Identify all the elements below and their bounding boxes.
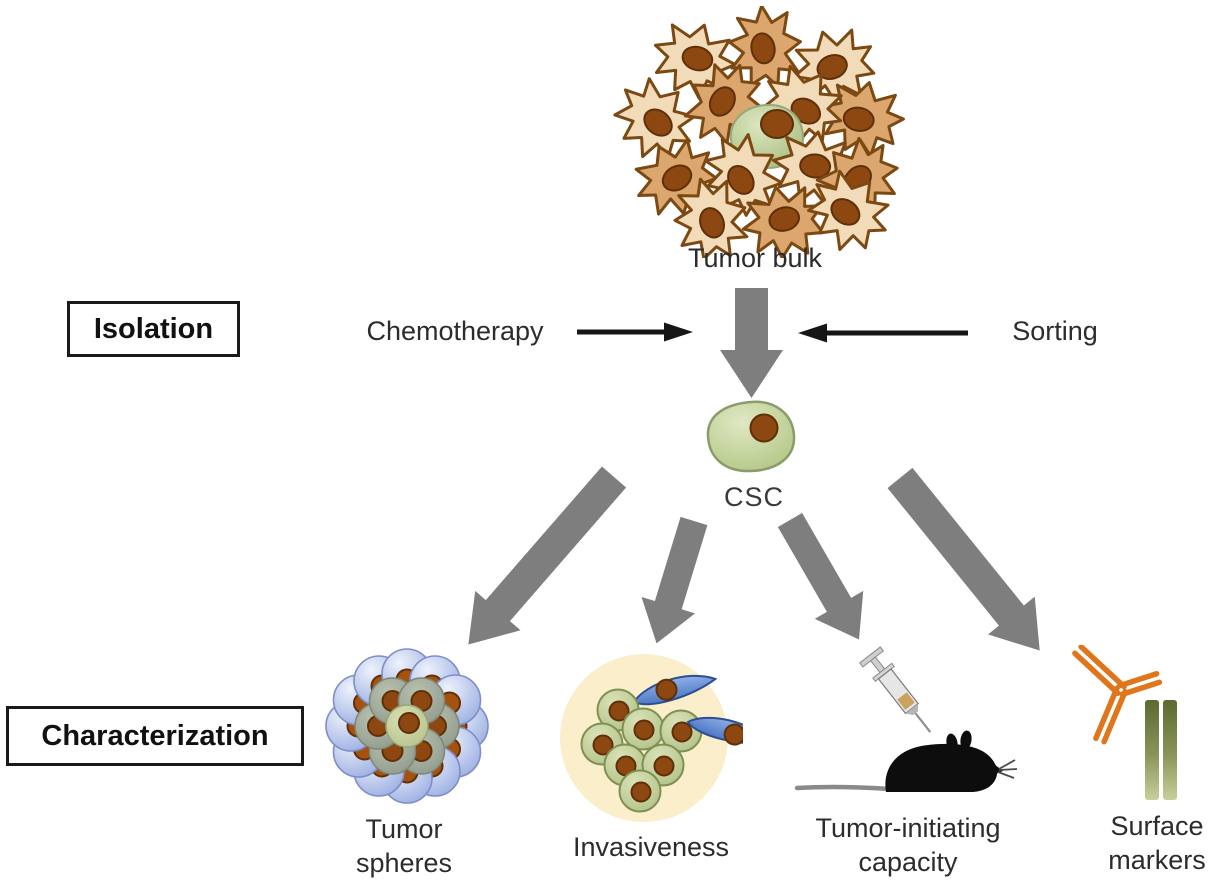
isolation-stage-label: Isolation [93,312,214,345]
chemotherapy-label: Chemotherapy [366,314,543,348]
characterization-stage-box: Characterization [6,706,304,766]
chemotherapy-arrow [577,322,693,342]
syringe-icon [859,646,932,733]
down-block-arrow [720,288,783,398]
spindle-cell-1 [630,670,719,708]
isolation-stage-box: Isolation [67,301,240,357]
assay-label-tumor-spheres: Tumor spheres [355,814,453,878]
mouse-syringe-icon [794,646,1018,792]
mouse-tail [794,784,893,792]
assay-label-invasiveness: Invasiveness [572,832,730,862]
assay-label-surface-markers: Surface markers [1108,811,1206,875]
arrow-to-invasiveness [641,516,708,644]
sorting-arrow [798,323,968,343]
mouse-icon [794,730,1018,792]
csc-label: CSC [724,480,784,514]
csc-cell-icon [706,400,796,473]
mouse-snout [983,757,1003,779]
csc-label-text: CSC [723,482,785,512]
mouse-body [885,743,998,792]
assay-label-tumor-initiating-capacity: Tumor-initiating capacity [815,813,1001,877]
tumor-cell-cluster [607,6,907,258]
sorting-label-text: Sorting [1012,316,1098,346]
surface-marker-bars-icon [1145,700,1177,800]
characterization-stage-label: Characterization [41,719,269,752]
diverging-arrows [468,466,1040,651]
tumor-bulk-illustration [607,6,907,258]
spindle-cell-2 [685,704,743,758]
sorting-label: Sorting [1012,314,1098,348]
tumor-bulk-label: Tumor bulk [688,241,822,275]
mouse-whiskers [997,759,1018,779]
tumor-bulk-label-text: Tumor bulk [687,243,823,273]
tumor-spheres-icon [325,648,489,804]
surface-markers-icon [1072,645,1177,800]
invasiveness-icon [560,654,743,822]
arrow-to-tumor-spheres [468,466,627,645]
chemotherapy-label-text: Chemotherapy [366,316,544,346]
antibody-icon [1072,645,1163,745]
invasion-cell-cluster [580,688,703,813]
arrow-to-tumor-initiating [777,513,864,640]
arrow-to-surface-markers [887,467,1040,651]
sphere-inner-core [354,677,460,775]
